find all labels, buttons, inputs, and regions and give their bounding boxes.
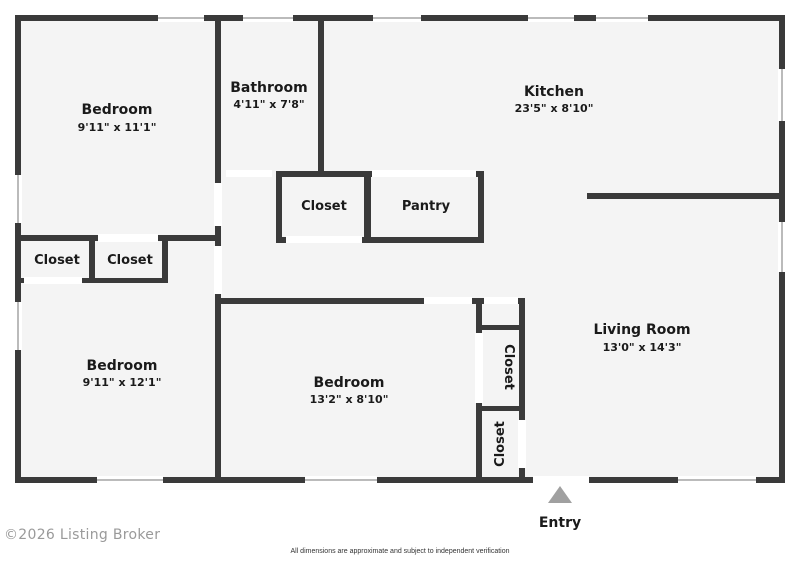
bedroom-center-name: Bedroom <box>314 375 385 391</box>
window <box>778 69 786 121</box>
bedroom-center-dims: 13'2" x 8'10" <box>310 393 389 406</box>
window <box>14 175 22 223</box>
bathroom-name: Bathroom <box>230 80 308 96</box>
window <box>778 222 786 272</box>
window <box>305 476 377 484</box>
kitchen-dims: 23'5" x 8'10" <box>515 102 594 115</box>
living-room-name: Living Room <box>593 322 690 338</box>
windows <box>14 14 786 484</box>
bedroom-top-left-dims: 9'11" x 11'1" <box>78 121 157 134</box>
window <box>158 14 204 22</box>
copyright-watermark: ©2026 Listing Broker <box>4 527 161 543</box>
closet-center-name: Closet <box>301 199 347 214</box>
window <box>596 14 648 22</box>
disclaimer-text: All dimensions are approximate and subje… <box>290 548 510 555</box>
closet-vertical-a-name: Closet <box>501 344 516 390</box>
window <box>373 14 421 22</box>
window <box>528 14 574 22</box>
bathroom-dims: 4'11" x 7'8" <box>233 98 304 111</box>
bedroom-top-left-name: Bedroom <box>82 102 153 118</box>
entry-label: Entry <box>539 515 581 531</box>
entry-arrow-icon <box>548 486 572 503</box>
door-openings <box>24 170 589 484</box>
bedroom-bottom-left-name: Bedroom <box>87 358 158 374</box>
closet-left-a-name: Closet <box>34 253 80 268</box>
window <box>678 476 756 484</box>
window <box>243 14 293 22</box>
bedroom-bottom-left-dims: 9'11" x 12'1" <box>83 376 162 389</box>
closet-vertical-b-name: Closet <box>493 421 508 467</box>
window <box>14 302 22 350</box>
floor-area <box>18 18 782 480</box>
living-room-dims: 13'0" x 14'3" <box>603 341 682 354</box>
kitchen-name: Kitchen <box>524 84 584 100</box>
pantry-name: Pantry <box>402 199 451 214</box>
closet-left-b-name: Closet <box>107 253 153 268</box>
window <box>97 476 163 484</box>
